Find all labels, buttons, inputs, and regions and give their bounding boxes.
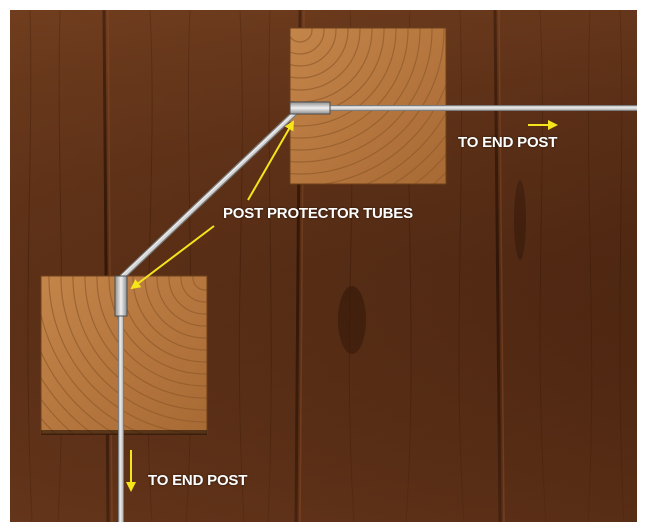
to-end-post-label-right: TO END POST [458, 134, 557, 151]
post-protector-tubes-label: POST PROTECTOR TUBES [223, 205, 413, 222]
to-end-post-label-bottom: TO END POST [148, 472, 247, 489]
protector-tube-bottom [115, 276, 127, 316]
protector-tube-top [290, 102, 330, 114]
